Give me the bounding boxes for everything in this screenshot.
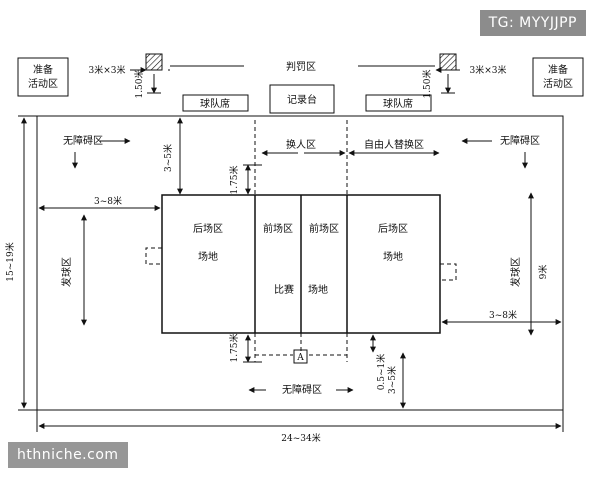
dim-150-left: 1.50米: [133, 69, 145, 98]
penalty-area-label: 判罚区: [286, 61, 316, 73]
substitution-zone: 换人区: [286, 138, 316, 151]
dimension-lines: [18, 67, 564, 432]
prep-area-left-box: [17, 57, 69, 97]
libero-zone: 自由人替换区: [364, 138, 424, 151]
match-label-right: 场地: [308, 283, 328, 296]
scorer-table-box: [269, 84, 335, 114]
attack-line-extensions: [145, 120, 457, 362]
watermark-site: hthniche.com: [8, 442, 128, 468]
dim-9m: 9米: [537, 265, 549, 280]
prep-area-left-line1: 准备: [33, 63, 53, 76]
dim-3to8-left: 3~8米: [94, 195, 122, 207]
dim-05to1: 0.5~1米: [375, 354, 387, 391]
team-bench-right: 球队席: [383, 97, 413, 110]
penalty-square-right: [439, 53, 457, 71]
prep-area-left-line2: 活动区: [28, 78, 58, 90]
back-zone-left: 后场区: [193, 222, 223, 235]
front-zone-right: 前场区: [309, 222, 339, 235]
free-zone-right: 无障碍区: [500, 134, 540, 147]
dim-175-bottom: 1.75米: [228, 333, 240, 362]
dim-3x3-left: 3米×3米: [89, 64, 126, 76]
dim-3x3-right: 3米×3米: [470, 64, 507, 76]
referee-mark: A: [296, 353, 304, 363]
serve-zone-right: 发球区: [509, 257, 522, 287]
dim-height: 15~19米: [4, 242, 16, 281]
dim-width: 24~34米: [281, 432, 320, 444]
watermark-tg: TG: MYYJJPP: [479, 10, 586, 36]
serve-zone-left: 发球区: [60, 257, 73, 287]
referee-box: [293, 349, 308, 364]
prep-area-right-line1: 准备: [548, 63, 568, 76]
prep-area-right-box: [532, 57, 584, 97]
court-label-right: 场地: [383, 250, 403, 263]
team-bench-left: 球队席: [200, 97, 230, 110]
match-label-left: 比赛: [274, 283, 294, 296]
back-zone-right: 后场区: [378, 222, 408, 235]
dim-150-right: 1.50米: [421, 69, 433, 98]
free-zone-boundary: [36, 115, 564, 411]
penalty-square-left: [145, 53, 163, 71]
dim-3to5-bottom: 3~5米: [386, 366, 398, 394]
team-bench-left-box: [182, 94, 249, 112]
court-label-left: 场地: [198, 250, 218, 263]
free-zone-left: 无障碍区: [63, 134, 103, 147]
dim-175-top: 1.75米: [228, 165, 240, 194]
scorer-table: 记录台: [287, 93, 317, 106]
dim-3to5-top: 3~5米: [162, 144, 174, 172]
free-zone-bottom: 无障碍区: [282, 383, 322, 396]
dim-3to8-right: 3~8米: [489, 309, 517, 321]
team-bench-right-box: [365, 94, 432, 112]
front-zone-left: 前场区: [263, 222, 293, 235]
prep-area-right-line2: 活动区: [543, 78, 573, 90]
